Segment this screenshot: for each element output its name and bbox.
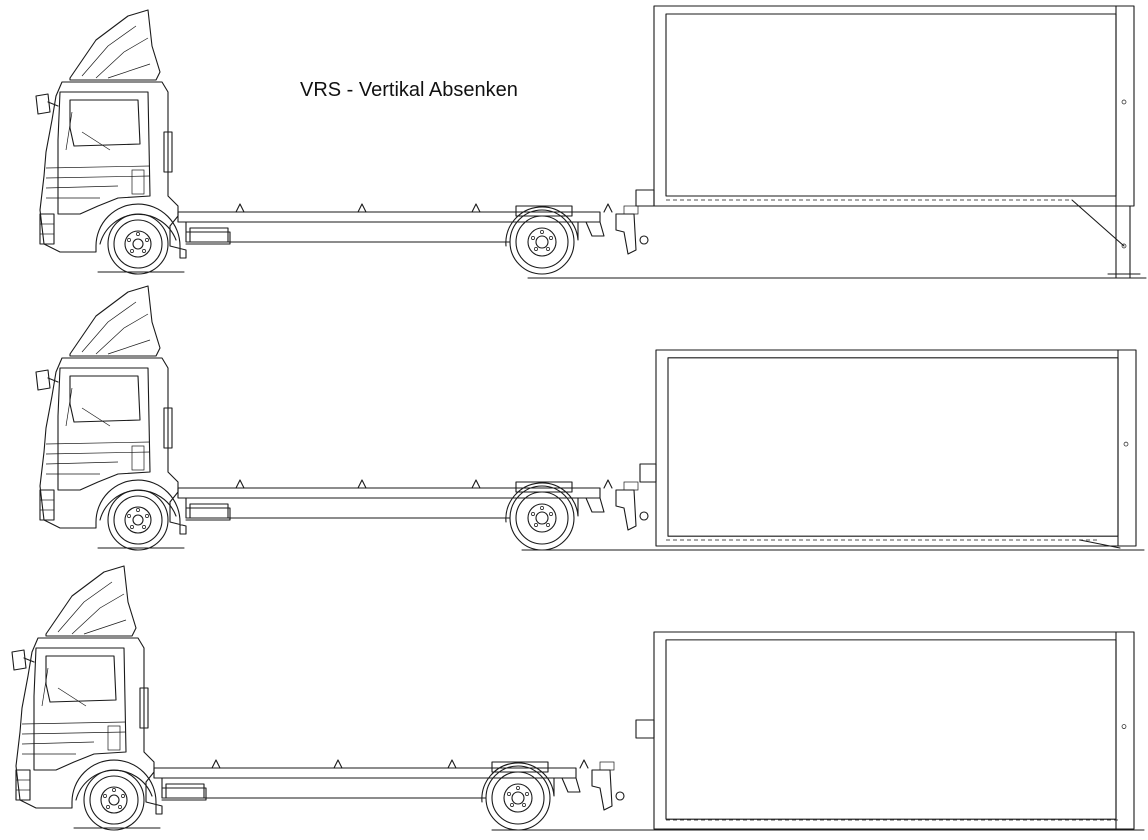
stage-3-group xyxy=(11,565,1145,831)
coupling-block xyxy=(635,189,655,207)
support-leg xyxy=(1115,205,1131,279)
stage-2-group xyxy=(35,285,1145,551)
diagram-title: VRS - Vertikal Absenken xyxy=(300,79,518,101)
truck-stage-3 xyxy=(11,565,625,831)
box-body-stage-2 xyxy=(655,349,1137,547)
stage-1-group xyxy=(35,5,1147,279)
support-strut xyxy=(1079,539,1121,549)
coupling-block xyxy=(639,463,657,483)
box-body-stage-3 xyxy=(653,631,1135,830)
truck-stage-1 xyxy=(35,9,649,275)
truck-stage-2 xyxy=(35,285,649,551)
support-strut xyxy=(1071,199,1125,247)
coupling-block xyxy=(635,719,655,739)
box-body-stage-1 xyxy=(653,5,1135,207)
